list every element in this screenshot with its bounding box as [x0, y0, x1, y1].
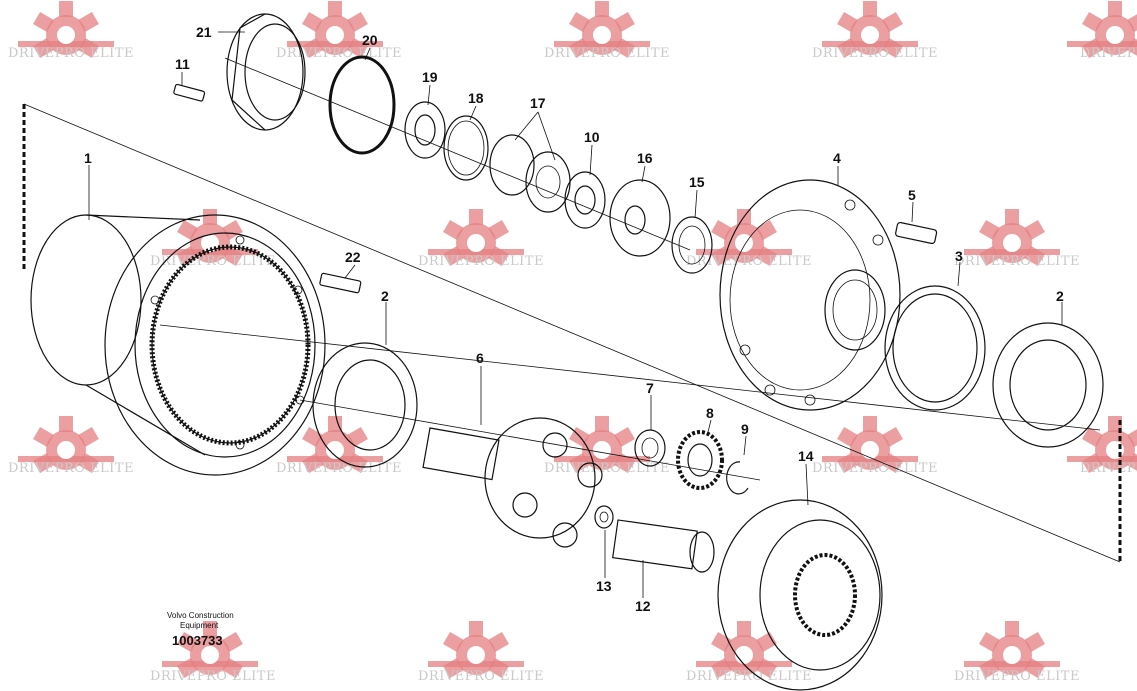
callout-8: 8: [706, 405, 714, 421]
callout-15: 15: [689, 174, 705, 190]
watermark-label: DRIVEPRO ELITE: [276, 46, 402, 61]
callout-16: 16: [637, 150, 653, 166]
callout-11: 11: [175, 56, 190, 72]
callout-18: 18: [468, 90, 484, 106]
watermark-label: DRIVEPRO ELITE: [544, 461, 670, 476]
watermark-label: DRIVEPRO ELITE: [812, 461, 938, 476]
callout-22: 22: [345, 249, 361, 265]
watermark-label: DRIVEPRO ELITE: [686, 254, 812, 269]
part-17-lockplates: [489, 134, 571, 213]
part-12-sun-shaft: [612, 519, 715, 573]
part-21-cover: [226, 13, 306, 131]
caption-brand-line1: Volvo Construction: [167, 611, 234, 620]
part-13-washer: [594, 505, 614, 529]
part-11-screw: [173, 83, 206, 102]
callout-13: 13: [596, 578, 612, 594]
callout-4: 4: [833, 150, 841, 166]
part-20-oring: [328, 55, 396, 155]
caption-code: 1003733: [172, 633, 223, 648]
watermark-label: DRIVEPRO ELITE: [418, 254, 544, 269]
part-7-needle-bearing: [634, 429, 666, 467]
part-6-carrier: [422, 417, 603, 548]
watermark-label: DRIVEPRO ELITE: [418, 669, 544, 684]
watermark-label: DRIVEPRO ELITE: [812, 46, 938, 61]
callout-9: 9: [741, 421, 749, 437]
callout-17: 17: [530, 95, 546, 111]
part-2-bearing-right: [992, 322, 1104, 448]
part-18-ring: [443, 115, 489, 181]
part-15-spacer: [671, 216, 713, 274]
watermark-label: DRIVEPRO ELITE: [686, 669, 812, 684]
watermark-gears: [18, 1, 1137, 679]
callouts: 1 2 2 3 4 5 6 7 8 9 10 11 12 13 14 15 16…: [84, 24, 1064, 614]
caption: Volvo Construction Equipment 1003733: [167, 611, 234, 648]
part-16-lockwasher: [609, 179, 671, 257]
watermark-label: DRIVEPRO ELITE: [8, 46, 134, 61]
watermark-label: DRIVEPRO ELITE: [954, 669, 1080, 684]
watermark-label: DRIVEPRO ELITE: [276, 461, 402, 476]
part-14-drum: [717, 499, 883, 691]
watermark-label: DRIVEPRO ELITE: [150, 669, 276, 684]
part-5-stud: [895, 221, 938, 245]
callout-14: 14: [798, 448, 814, 464]
callout-12: 12: [635, 598, 651, 614]
callout-7: 7: [646, 380, 654, 396]
callout-10: 10: [584, 129, 600, 145]
watermark-label: DRIVEPRO ELITE: [544, 46, 670, 61]
watermark-text: DRIVEPRO ELITE DRIVEPRO ELITE DRIVEPRO E…: [8, 46, 1137, 684]
part-22-bolt: [319, 272, 362, 294]
callout-3: 3: [955, 248, 963, 264]
watermark-label: DRIVEPRO ELITE: [1080, 461, 1137, 476]
assembly-axes: [22, 57, 1122, 563]
callout-2: 2: [1056, 288, 1064, 304]
part-8-planet-gear: [676, 430, 724, 490]
watermark-label: DRIVEPRO ELITE: [150, 254, 276, 269]
caption-brand-line2: Equipment: [180, 621, 219, 630]
callout-6: 6: [476, 350, 484, 366]
watermark-label: DRIVEPRO ELITE: [954, 254, 1080, 269]
callout-1: 1: [84, 150, 92, 166]
part-3-seal: [884, 285, 986, 411]
callout-5: 5: [908, 187, 916, 203]
callout-21: 21: [196, 24, 212, 40]
callout-20: 20: [362, 32, 378, 48]
watermark-label: DRIVEPRO ELITE: [8, 461, 134, 476]
part-19-nut: [404, 101, 446, 159]
leader-lines: [88, 31, 1063, 598]
part-2-bearing-left: [312, 342, 418, 468]
part-4-hub: [719, 179, 901, 411]
callout-2: 2: [381, 288, 389, 304]
part-1-housing: [30, 214, 326, 476]
part-9-circlip: [726, 461, 749, 495]
part-10-washer: [564, 171, 606, 229]
callout-19: 19: [422, 69, 438, 85]
watermark-label: DRIVEPRO ELITE: [1080, 46, 1137, 61]
